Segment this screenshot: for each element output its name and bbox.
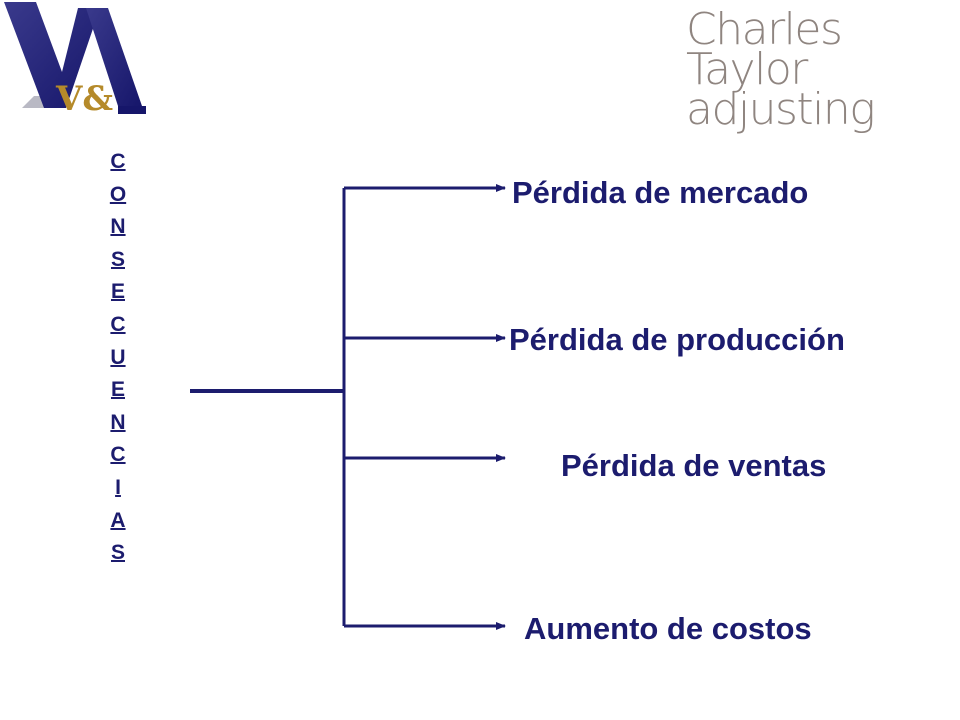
vertical-letter: C [110, 312, 126, 336]
vertical-letter: E [110, 378, 125, 402]
vertical-letter: N [110, 410, 126, 434]
logo-line-2: adjusting [686, 84, 876, 135]
vertical-letter: S [110, 247, 125, 271]
branch-label-aumento-costos: Aumento de costos [524, 611, 812, 646]
vertical-letter: U [110, 345, 126, 369]
branch-label-perdida-ventas: Pérdida de ventas [561, 448, 827, 483]
vertical-title: C O N S E C U E N C I A S [103, 146, 133, 570]
vertical-letter: C [110, 150, 126, 173]
vertical-letter: N [110, 215, 126, 239]
vertical-letter: A [110, 508, 126, 532]
v-ampersand-logo-icon: V& [4, 2, 146, 119]
vertical-letter: I [115, 475, 121, 499]
branch-label-perdida-produccion: Pérdida de producción [509, 322, 845, 357]
vertical-letter: S [110, 541, 125, 565]
logo-ampersand: V& [55, 79, 113, 119]
vertical-letter: E [110, 280, 125, 304]
vertical-letter: O [109, 182, 127, 206]
logo-line-1: Charles Taylor [686, 4, 843, 95]
vertical-letter: C [110, 443, 126, 467]
charles-taylor-logo: Charles Taylor adjusting [686, 4, 956, 132]
branch-label-perdida-mercado: Pérdida de mercado [512, 175, 809, 210]
